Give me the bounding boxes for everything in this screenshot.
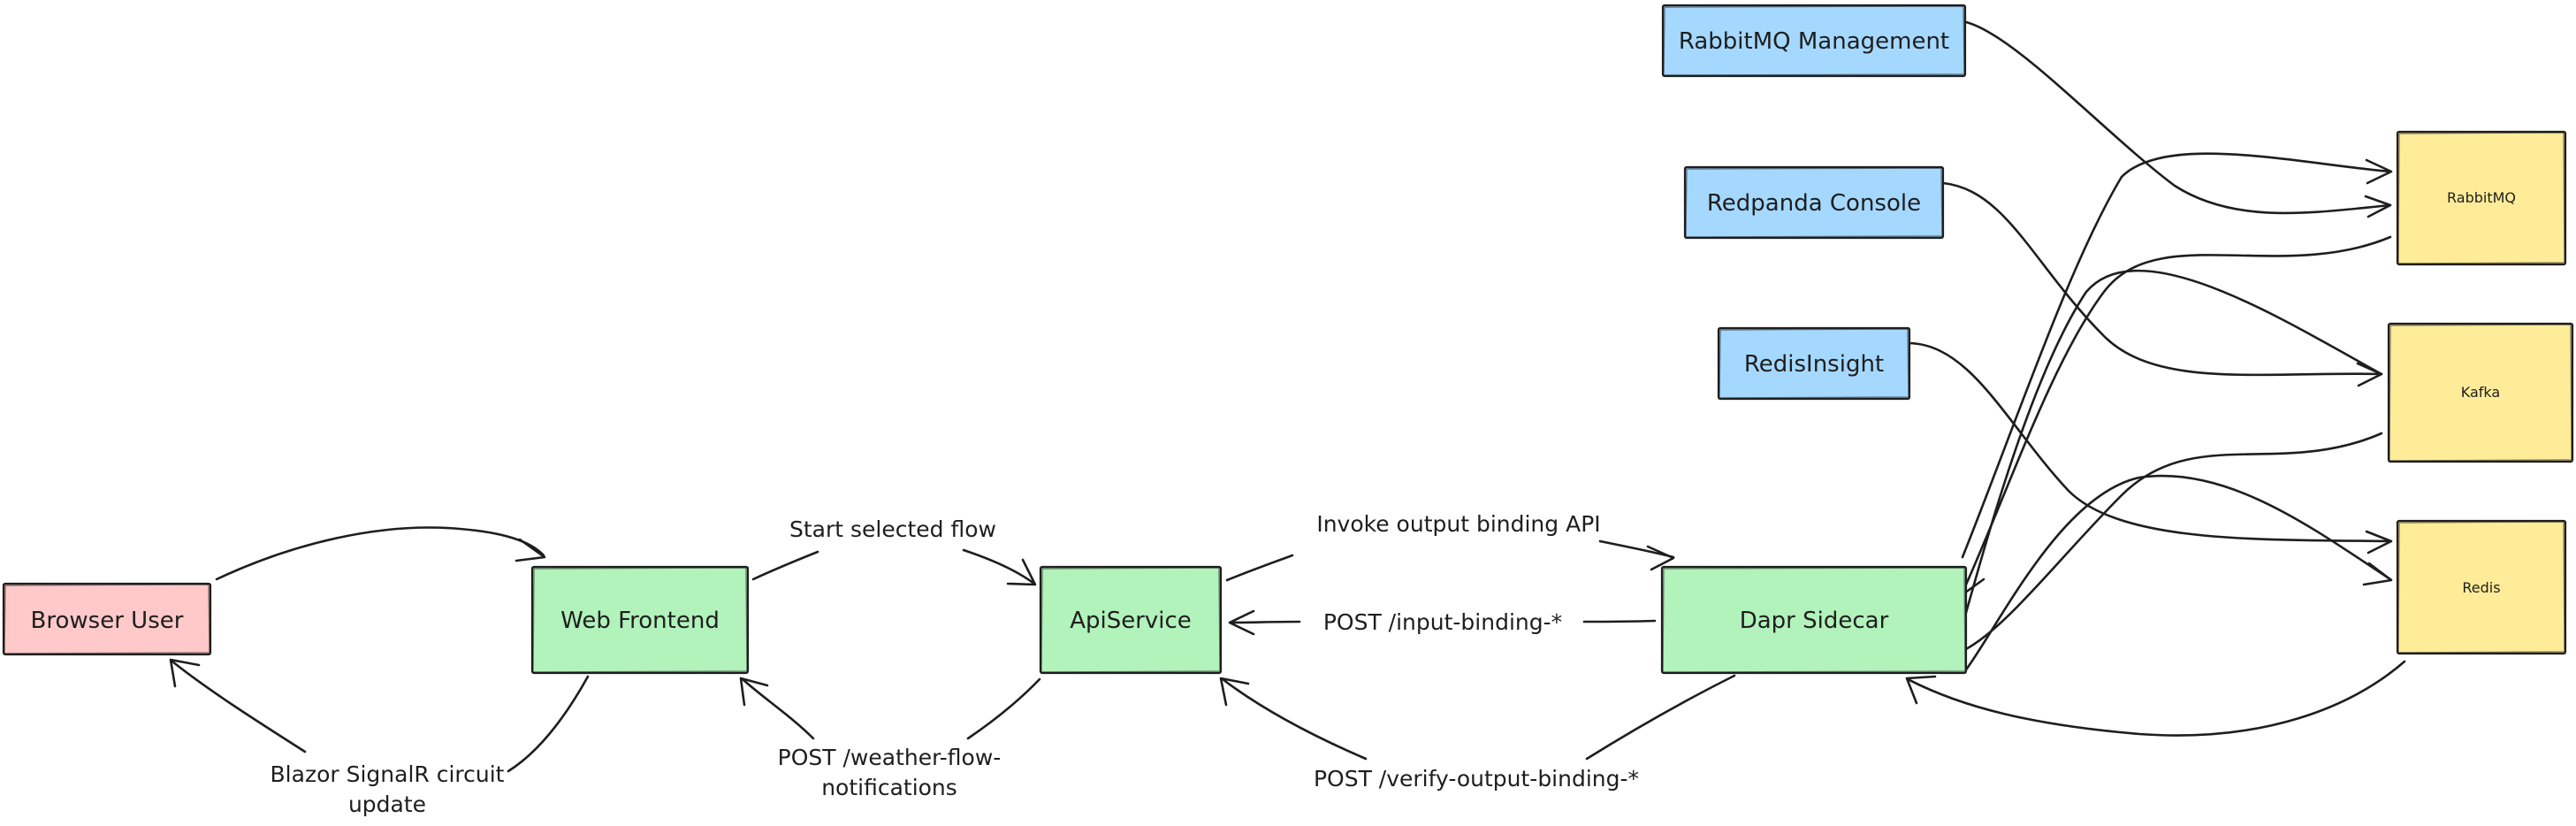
node-rabbitmq-management-label: RabbitMQ Management (1679, 28, 1949, 55)
edge-redis-to-dapr (1905, 660, 2406, 737)
node-web-frontend[interactable]: Web Frontend (530, 565, 750, 675)
node-redisinsight[interactable]: RedisInsight (1717, 326, 1911, 401)
node-dapr-sidecar-label: Dapr Sidecar (1740, 608, 1889, 634)
node-redpanda-console-label: Redpanda Console (1707, 190, 1921, 217)
edge-browser-to-frontend (215, 526, 546, 581)
edge-api-to-frontend-notifications (739, 677, 1041, 740)
edge-label-post-input-binding: POST /input-binding-* (1323, 609, 1562, 635)
node-redisinsight-label: RedisInsight (1744, 351, 1884, 378)
node-rabbitmq-label: RabbitMQ (2447, 189, 2516, 206)
edge-dapr-to-redis (1962, 474, 2393, 674)
edge-frontend-to-api-start (751, 548, 1037, 586)
node-redpanda-console[interactable]: Redpanda Console (1683, 165, 1945, 240)
edge-redpanda-to-kafka (1941, 181, 2383, 387)
edge-dapr-to-api-verify (1219, 674, 1736, 761)
edge-frontend-to-browser-signalr (169, 658, 590, 773)
node-api-service-label: ApiService (1070, 608, 1192, 634)
node-browser-user[interactable]: Browser User (2, 582, 212, 656)
node-browser-user-label: Browser User (31, 608, 184, 634)
node-redis[interactable]: Redis (2396, 519, 2567, 655)
node-dapr-sidecar[interactable]: Dapr Sidecar (1660, 565, 1968, 675)
edge-label-verify-output-binding: POST /verify-output-binding-* (1314, 766, 1639, 792)
edge-label-weather-flow-2: notifications (821, 775, 957, 800)
node-kafka-label: Kafka (2461, 384, 2500, 401)
edge-kafka-to-dapr (1962, 432, 2383, 652)
edge-label-weather-flow-1: POST /weather-flow- (778, 745, 1002, 770)
edge-label-blazor-signalr-1: Blazor SignalR circuit (271, 761, 505, 787)
node-rabbitmq[interactable]: RabbitMQ (2396, 130, 2567, 266)
node-redis-label: Redis (2462, 579, 2500, 596)
edge-api-to-dapr-invoke (1225, 539, 1675, 582)
node-api-service[interactable]: ApiService (1039, 565, 1223, 675)
edge-redisinsight-to-redis (1908, 341, 2393, 554)
edge-dapr-to-rabbitmq (1961, 152, 2393, 559)
node-web-frontend-label: Web Frontend (560, 608, 720, 634)
edge-label-invoke-output-binding: Invoke output binding API (1316, 511, 1600, 537)
node-rabbitmq-management[interactable]: RabbitMQ Management (1661, 4, 1967, 78)
edge-dapr-to-api-input (1228, 609, 1657, 636)
node-kafka[interactable]: Kafka (2387, 322, 2574, 463)
edge-label-blazor-signalr-2: update (348, 792, 426, 817)
edge-dapr-to-kafka (1962, 269, 2383, 621)
edge-rabbitmq-management-to-rabbitmq (1964, 20, 2392, 218)
edge-label-start-selected-flow: Start selected flow (789, 516, 996, 542)
